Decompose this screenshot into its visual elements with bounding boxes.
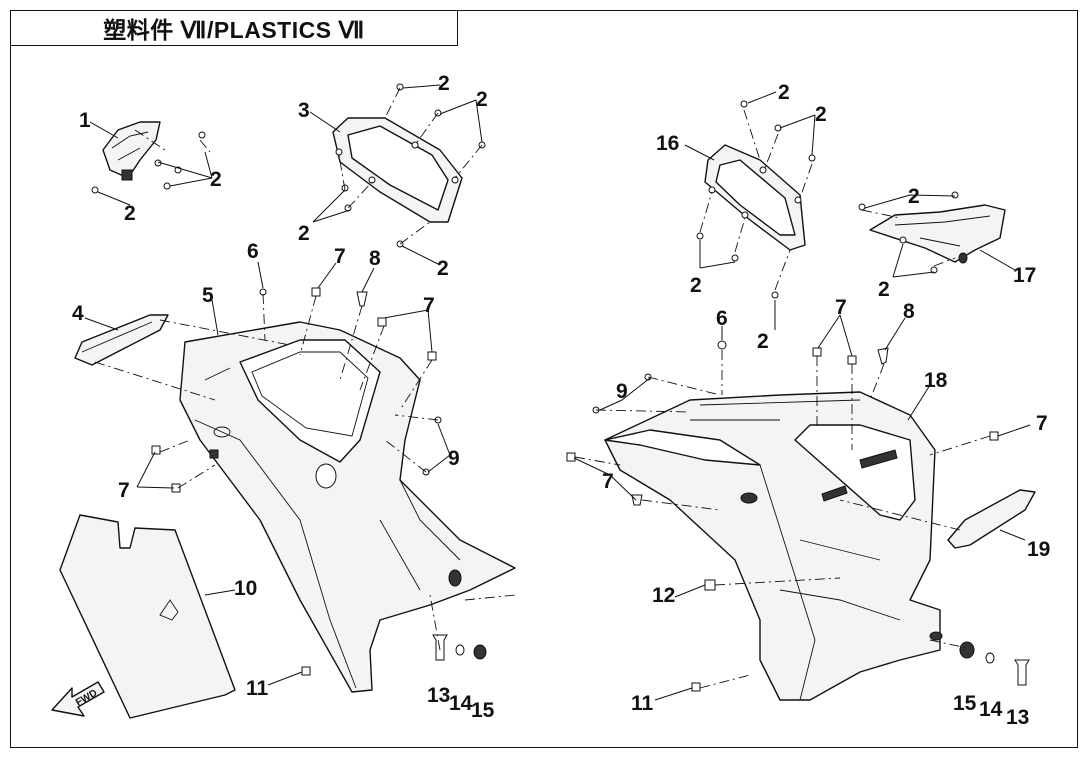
callout-2: 2 <box>437 257 449 280</box>
callout-2: 2 <box>298 222 310 245</box>
part-1-bracket <box>102 121 162 181</box>
callout-11: 11 <box>246 677 269 700</box>
callout-6: 6 <box>247 240 259 263</box>
callout-2: 2 <box>778 81 790 104</box>
part-10-liner <box>59 514 236 719</box>
callout-14: 14 <box>449 692 473 715</box>
callout-13: 13 <box>1006 706 1029 729</box>
drawing-frame <box>10 10 1078 748</box>
part-17-bracket <box>869 204 1006 264</box>
title-box: 塑料件 Ⅶ/PLASTICS Ⅶ <box>10 10 458 46</box>
callout-7: 7 <box>1036 412 1048 435</box>
callout-6: 6 <box>716 307 728 330</box>
callout-2: 2 <box>476 88 488 111</box>
part-16-frame <box>704 144 806 251</box>
callout-2: 2 <box>815 103 827 126</box>
callout-2: 2 <box>690 274 702 297</box>
callout-13: 13 <box>427 684 450 707</box>
callout-9: 9 <box>616 380 628 403</box>
callout-8: 8 <box>369 247 381 270</box>
callout-2: 2 <box>210 168 222 191</box>
callout-14: 14 <box>979 698 1003 721</box>
fwd-label: FWD <box>74 688 99 709</box>
callout-10: 10 <box>234 577 257 600</box>
callout-2: 2 <box>908 185 920 208</box>
callout-2: 2 <box>878 278 890 301</box>
callout-16: 16 <box>656 132 679 155</box>
leader-lines-left <box>84 84 516 686</box>
callout-7: 7 <box>423 294 435 317</box>
callout-7: 7 <box>334 245 346 268</box>
callout-12: 12 <box>652 584 675 607</box>
page-title: 塑料件 Ⅶ/PLASTICS Ⅶ <box>103 17 365 43</box>
callout-15: 15 <box>471 699 495 722</box>
part-18-right-fairing <box>604 391 943 701</box>
part-5-left-fairing <box>179 321 516 693</box>
callout-2: 2 <box>757 330 769 353</box>
callout-7: 7 <box>602 470 614 493</box>
callout-19: 19 <box>1027 538 1050 561</box>
callout-18: 18 <box>924 369 948 392</box>
part-4-trim <box>74 314 169 366</box>
leader-lines-right <box>573 91 1031 701</box>
callout-17: 17 <box>1013 264 1036 287</box>
callout-2: 2 <box>438 72 450 95</box>
part-3-frame <box>332 117 463 223</box>
callout-1: 1 <box>79 109 91 132</box>
callout-5: 5 <box>202 284 214 307</box>
part-19-trim <box>947 489 1036 549</box>
callout-11: 11 <box>631 692 654 715</box>
callout-15: 15 <box>953 692 977 715</box>
callout-8: 8 <box>903 300 915 323</box>
callout-3: 3 <box>298 99 310 122</box>
callout-9: 9 <box>448 447 460 470</box>
fwd-arrow-icon: FWD <box>51 681 105 717</box>
callout-2: 2 <box>124 202 136 225</box>
callout-numbers: 1 2 2 2 2 2 2 3 4 5 6 7 7 7 8 9 10 11 13… <box>72 72 1050 729</box>
callout-4: 4 <box>72 302 84 325</box>
callout-7: 7 <box>835 296 847 319</box>
fasteners-right <box>566 100 1030 692</box>
callout-7: 7 <box>118 479 130 502</box>
